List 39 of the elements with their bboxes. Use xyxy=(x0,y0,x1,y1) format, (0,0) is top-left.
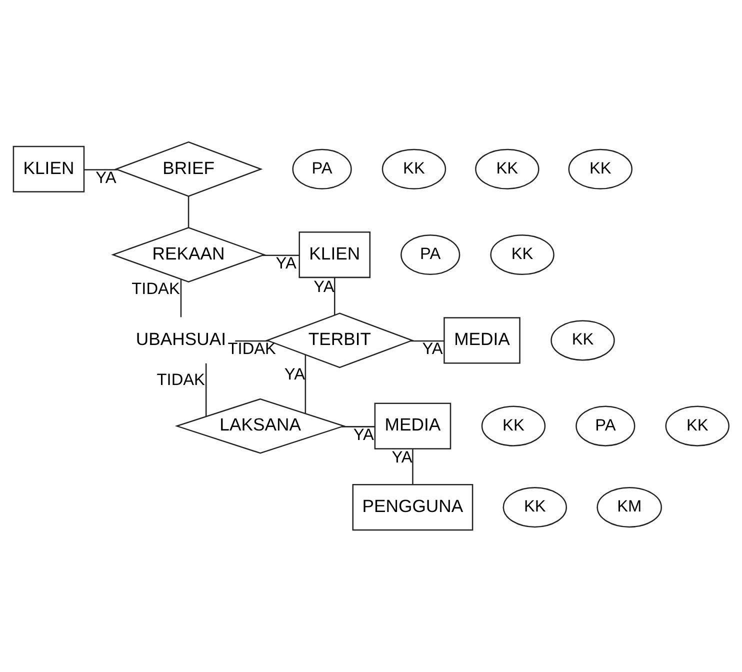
node-diamond: LAKSANA xyxy=(174,398,346,454)
node-ellipse: PA xyxy=(576,406,636,446)
edge-label: TIDAK xyxy=(156,371,205,390)
edge-label: TIDAK xyxy=(228,340,276,358)
connector xyxy=(235,340,269,342)
node-box: KLIEN xyxy=(12,146,85,192)
connector xyxy=(84,169,118,170)
edge-label: TIDAK xyxy=(132,280,180,298)
connector xyxy=(304,354,306,414)
node-diamond: REKAAN xyxy=(111,227,266,282)
node-ellipse: KM xyxy=(596,487,662,528)
node-box: KLIEN xyxy=(298,231,371,278)
connector xyxy=(412,449,414,484)
node-ellipse: KK xyxy=(481,406,546,446)
node-ellipse: KK xyxy=(665,406,730,446)
node-text: UBAHSUAI xyxy=(136,329,226,350)
node-ellipse: PA xyxy=(400,234,460,276)
node-box: MEDIA xyxy=(444,317,520,364)
connector xyxy=(180,280,182,318)
edge-label: YA xyxy=(276,254,296,272)
connector xyxy=(342,426,375,428)
connector xyxy=(410,340,444,342)
connector xyxy=(188,196,190,228)
connector xyxy=(334,278,336,315)
node-ellipse: KK xyxy=(475,148,540,190)
node-ellipse: KK xyxy=(490,234,554,276)
node-box: PENGGUNA xyxy=(352,484,474,531)
node-ellipse: KK xyxy=(382,148,446,190)
connector xyxy=(262,254,299,256)
connector xyxy=(205,363,207,416)
node-ellipse: KK xyxy=(502,487,567,528)
edge-label: YA xyxy=(422,340,443,358)
edge-label: YA xyxy=(284,366,306,384)
node-ellipse: KK xyxy=(550,320,615,361)
node-box: MEDIA xyxy=(374,402,452,450)
node-ellipse: PA xyxy=(292,148,352,190)
edge-label: YA xyxy=(96,168,116,187)
node-ellipse: KK xyxy=(568,148,632,190)
edge-label: YA xyxy=(353,426,374,444)
